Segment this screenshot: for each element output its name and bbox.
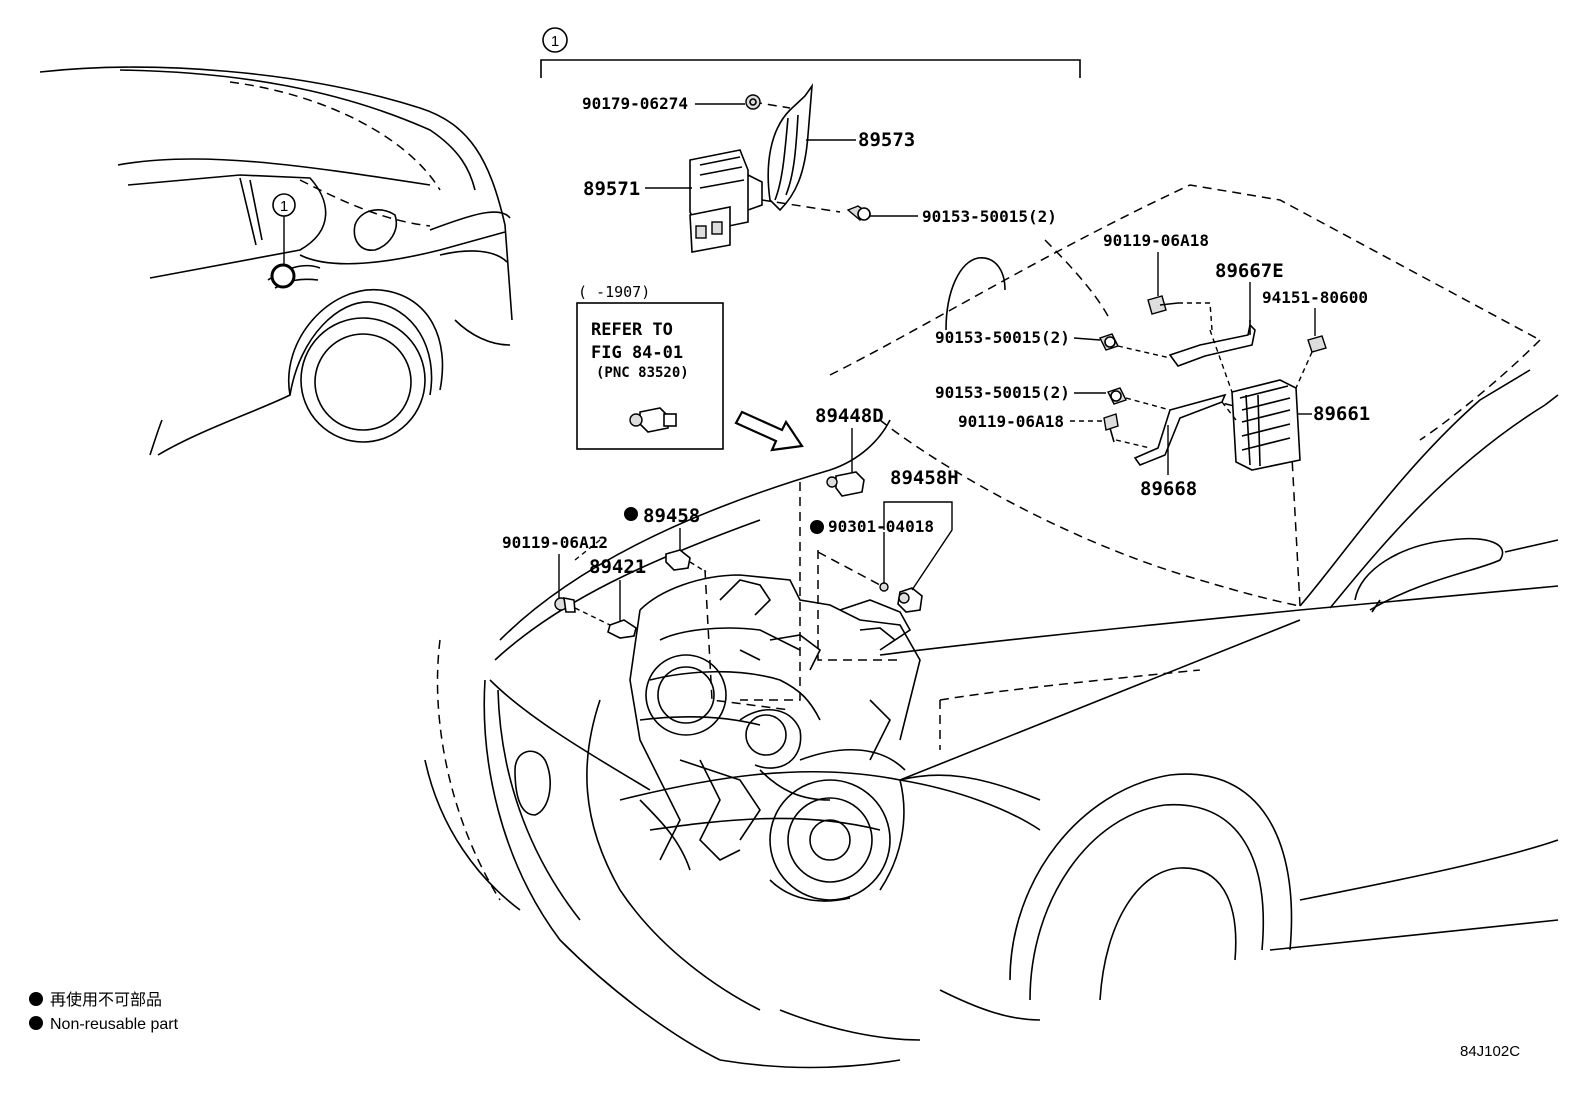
ecu-89661 bbox=[1231, 379, 1301, 471]
callout-89458: 89458 bbox=[643, 505, 700, 527]
refer-box-sensor bbox=[629, 407, 677, 433]
right-callouts: 90119-06A18 89667E 94151-80600 90153-500… bbox=[935, 231, 1370, 500]
refer-box-line3: (PNC 83520) bbox=[596, 365, 689, 381]
callout-90153-50015-top: 90153-50015(2) bbox=[922, 207, 1057, 226]
callout-89573: 89573 bbox=[858, 129, 915, 151]
callout-90153-50015-mid1: 90153-50015(2) bbox=[935, 328, 1070, 347]
legend-english: Non-reusable part bbox=[50, 1016, 179, 1033]
legend: 再使用不可部品 Non-reusable part bbox=[29, 991, 179, 1033]
callout-89667E: 89667E bbox=[1215, 260, 1284, 282]
legend-japanese: 再使用不可部品 bbox=[50, 991, 162, 1009]
callout-90301-04018: 90301-04018 bbox=[828, 517, 934, 536]
direction-arrow bbox=[734, 410, 804, 452]
callout-89571: 89571 bbox=[583, 178, 640, 200]
bolt-90119-06A12: 90119-06A12 bbox=[502, 533, 611, 626]
sensor-89458: 89458 bbox=[624, 505, 707, 573]
assembly-bracket-1: 1 bbox=[540, 27, 1081, 78]
callout-89668: 89668 bbox=[1140, 478, 1197, 500]
module-89571 bbox=[689, 149, 841, 253]
engine-sensor-guides bbox=[704, 482, 900, 711]
ref-number-1-rear: 1 bbox=[280, 198, 288, 215]
sensor-89448D: 89448D bbox=[815, 405, 884, 497]
bracket-89573 bbox=[745, 83, 814, 212]
refer-box-line1: REFER TO bbox=[591, 320, 673, 340]
callout-89421: 89421 bbox=[589, 556, 646, 578]
callout-90119-06A18-mid: 90119-06A18 bbox=[958, 412, 1064, 431]
callout-90119-06A12: 90119-06A12 bbox=[502, 533, 608, 552]
bracket-89667E bbox=[1168, 320, 1256, 367]
refer-box-range: ( -1907) bbox=[578, 283, 650, 301]
rear-ref-marker: 1 bbox=[270, 193, 296, 289]
callout-90179-06274: 90179-06274 bbox=[582, 94, 688, 113]
bolt-90153-top bbox=[846, 205, 872, 221]
refer-box-line2: FIG 84-01 bbox=[591, 343, 683, 363]
small-fasteners-right bbox=[1099, 295, 1327, 449]
callout-89448D: 89448D bbox=[815, 405, 884, 427]
rear-car-illustration bbox=[39, 66, 513, 456]
callout-89458H: 89458H bbox=[890, 467, 959, 489]
bracket-89668 bbox=[1133, 393, 1227, 466]
front-car-illustration bbox=[424, 184, 1559, 1069]
ref-number-1-top: 1 bbox=[551, 33, 559, 50]
callout-94151-80600: 94151-80600 bbox=[1262, 288, 1368, 307]
sensor-89421: 89421 bbox=[589, 556, 646, 639]
engine-illustration bbox=[629, 574, 921, 902]
figure-code: 84J102C bbox=[1460, 1043, 1520, 1060]
refer-to-figure-box: ( -1907) REFER TO FIG 84-01 (PNC 83520) bbox=[576, 283, 724, 450]
sensor-89458H: 89458H 90301-04018 bbox=[810, 467, 959, 613]
top-callouts: 90179-06274 89573 89571 90153-50015(2) bbox=[582, 94, 1057, 226]
callout-90153-50015-mid2: 90153-50015(2) bbox=[935, 383, 1070, 402]
callout-90119-06A18-top: 90119-06A18 bbox=[1103, 231, 1209, 250]
callout-89661: 89661 bbox=[1313, 403, 1370, 425]
